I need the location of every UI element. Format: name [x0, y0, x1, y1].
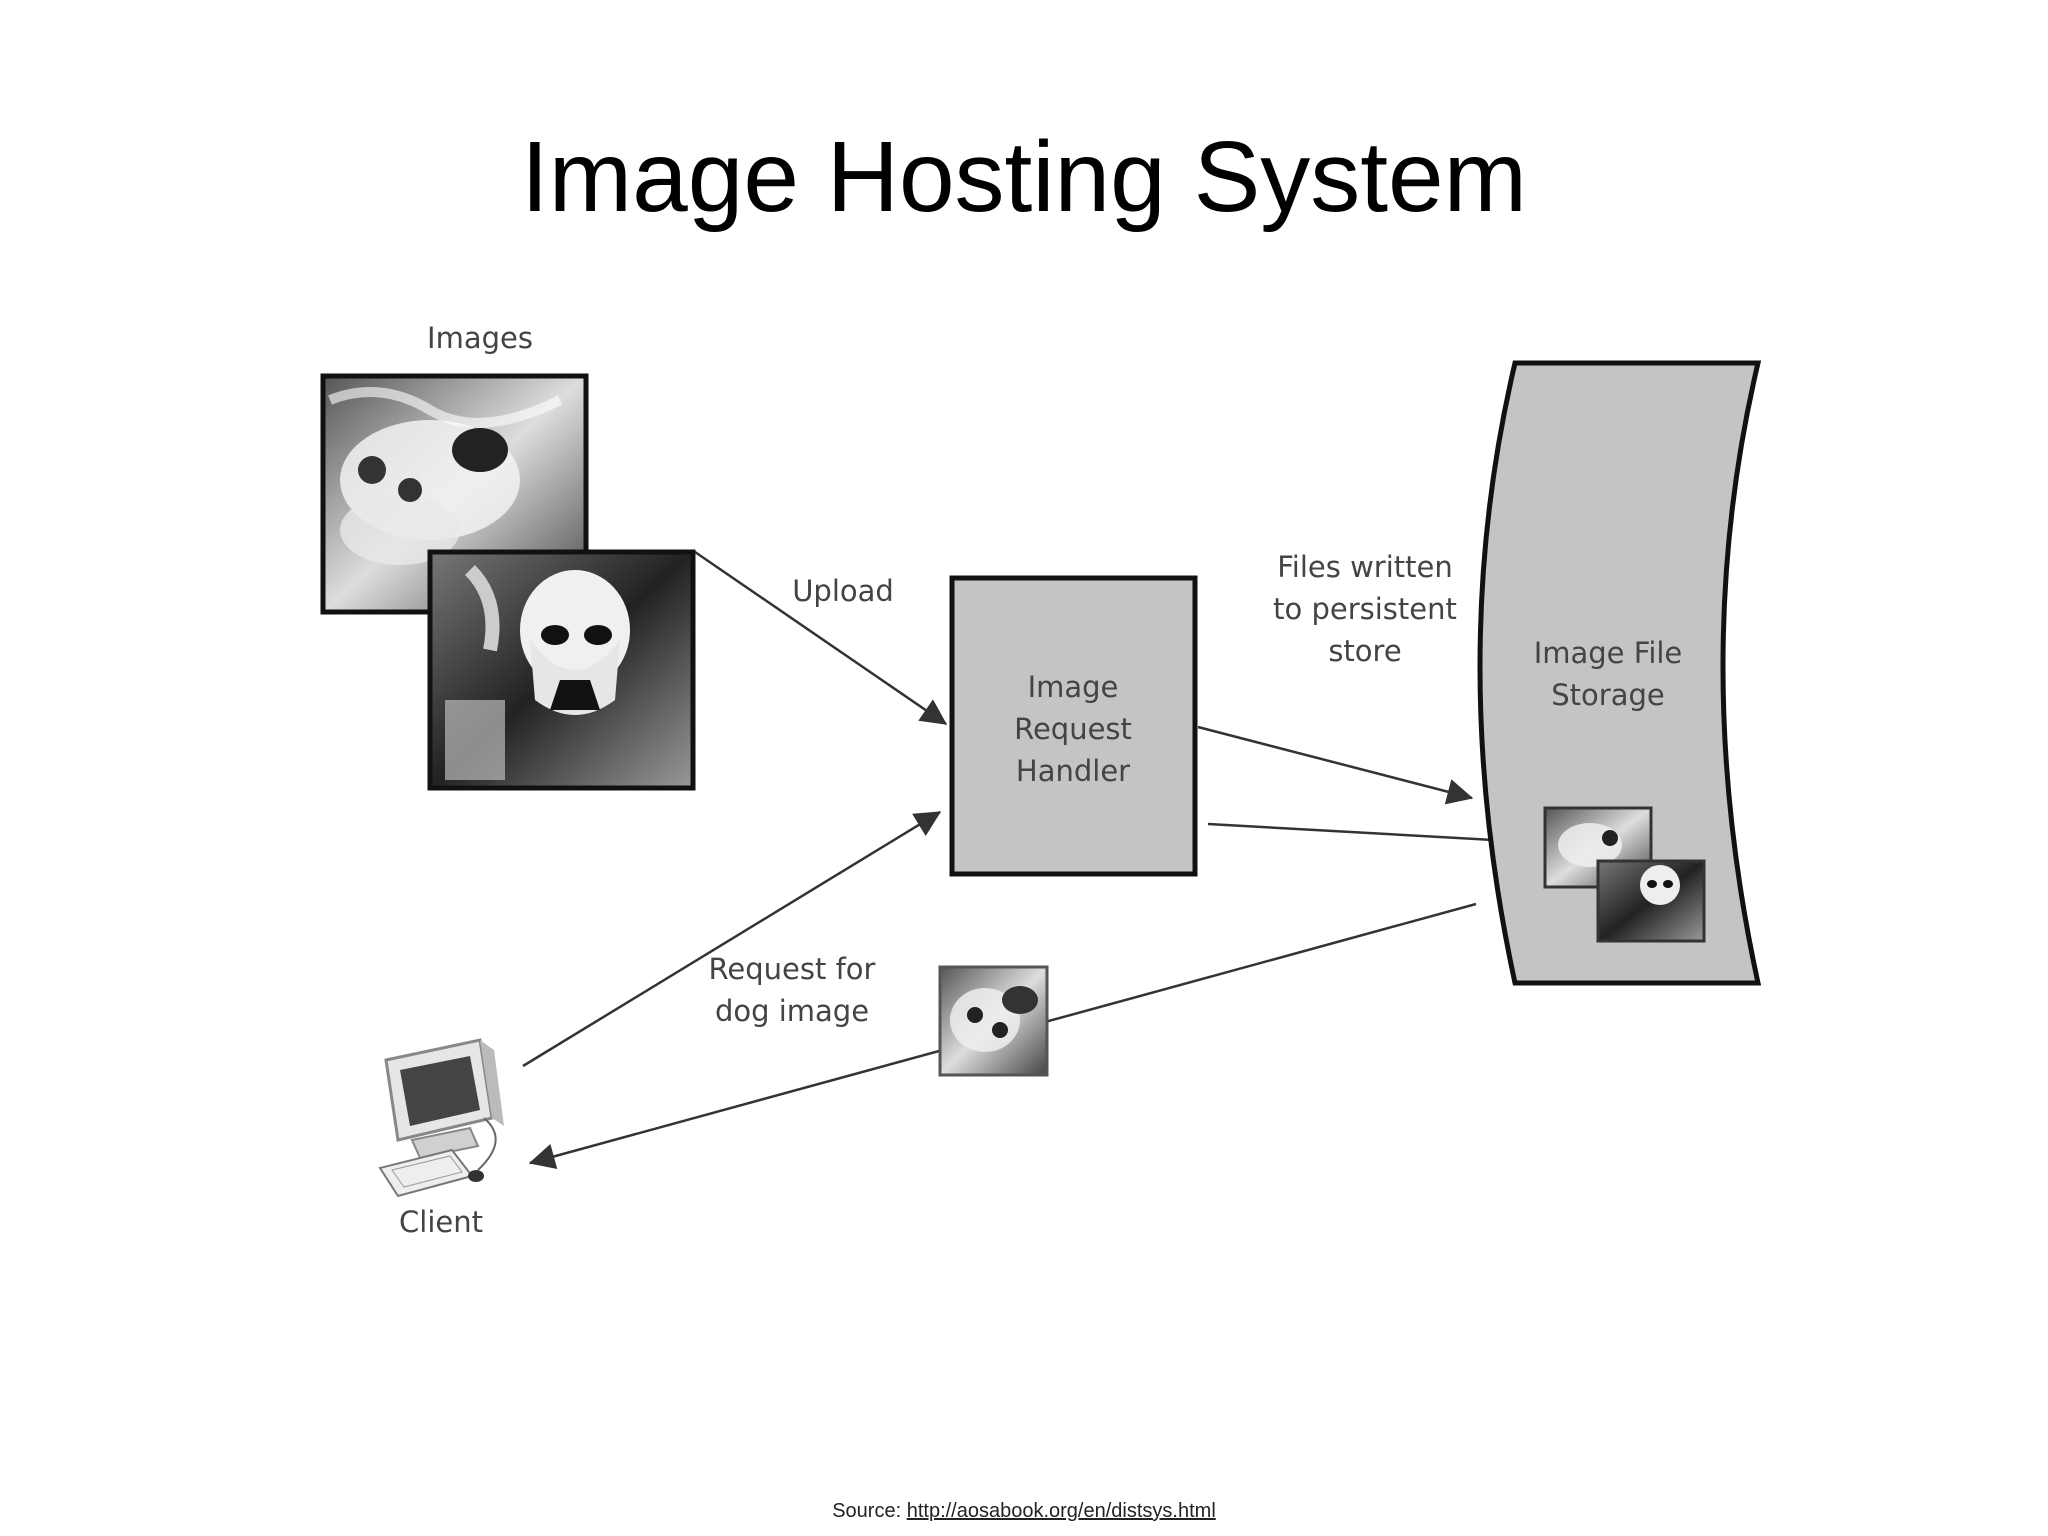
- images-label: Images: [427, 321, 533, 355]
- handler-label-line1: Image: [1028, 670, 1119, 704]
- storage-label-line2: Storage: [1551, 678, 1664, 712]
- client-label: Client: [399, 1205, 483, 1239]
- handler-label-line2: Request: [1014, 712, 1132, 746]
- files-written-label-line1: Files written: [1277, 550, 1453, 584]
- source-link[interactable]: http://aosabook.org/en/distsys.html: [906, 1500, 1216, 1522]
- upload-label: Upload: [792, 574, 894, 608]
- stormtrooper-photo-image: [427, 549, 696, 791]
- files-written-label-line3: store: [1328, 634, 1401, 668]
- client-computer-icon: [378, 1038, 504, 1198]
- storage-label-line1: Image File: [1534, 636, 1683, 670]
- image-request-handler-box: Image Request Handler: [949, 575, 1198, 877]
- dog-photo-image: [320, 373, 589, 615]
- stored-stormtrooper-thumbnail: [1596, 859, 1706, 943]
- source-citation: Source: http://aosabook.org/en/distsys.h…: [0, 1500, 2048, 1523]
- response-dog-thumbnail: [938, 965, 1049, 1077]
- write-arrow-upper: [1197, 725, 1474, 805]
- source-prefix: Source:: [832, 1500, 907, 1522]
- files-written-label-line2: to persistent: [1273, 592, 1457, 626]
- request-label-line1: Request for: [709, 952, 876, 986]
- request-arrow: [522, 810, 942, 1068]
- request-label-line2: dog image: [715, 994, 869, 1028]
- page-title: Image Hosting System: [521, 121, 1527, 233]
- write-arrow-lower: [1207, 822, 1532, 854]
- handler-label-line3: Handler: [1016, 754, 1130, 788]
- upload-arrow: [694, 550, 948, 726]
